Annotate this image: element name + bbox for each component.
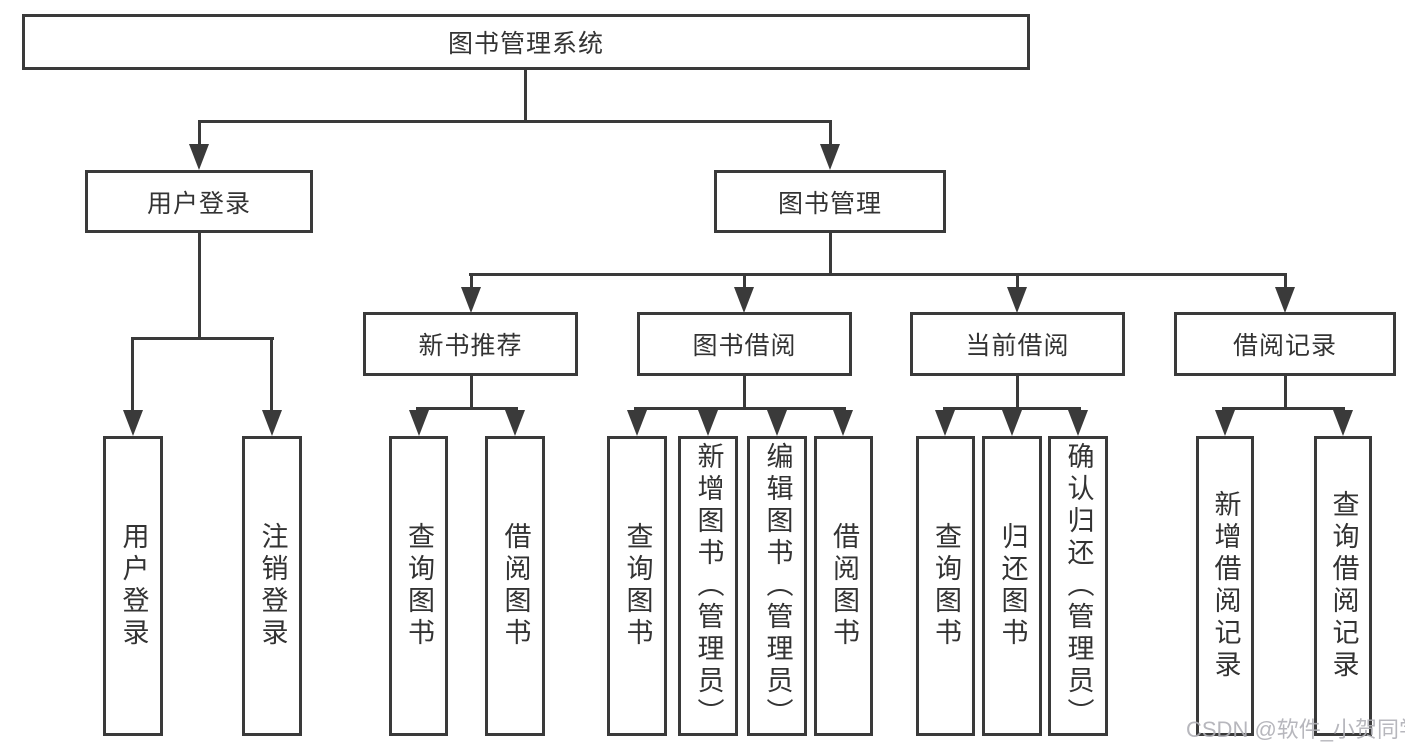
connector-line [1284, 276, 1287, 288]
arrow-down-icon [1333, 410, 1353, 436]
node-new-book-recommend: 新书推荐 [363, 312, 578, 376]
connector-line [524, 70, 527, 123]
leaf-edit-books-admin-label: 编辑图书（管理员） [762, 442, 793, 730]
leaf-user-login-label: 用户登录 [118, 522, 149, 650]
leaf-logout-label: 注销登录 [257, 522, 288, 650]
leaf-logout: 注销登录 [242, 436, 302, 736]
watermark: CSDN @软件_小贺同学 [1186, 717, 1405, 742]
leaf-add-borrow-record: 新增借阅记录 [1196, 436, 1254, 736]
connector-line [416, 407, 518, 410]
connector-line [1284, 376, 1287, 408]
leaf-query-borrow-record-label: 查询借阅记录 [1328, 490, 1359, 682]
connector-line [829, 123, 832, 145]
connector-line [469, 273, 1287, 276]
leaf-add-books-admin-label: 新增图书（管理员） [693, 442, 724, 730]
arrow-down-icon [1275, 287, 1295, 313]
leaf-query-books-current: 查询图书 [916, 436, 975, 736]
leaf-query-books-recommend: 查询图书 [389, 436, 448, 736]
connector-line [198, 233, 201, 337]
connector-line [198, 120, 832, 123]
arrow-down-icon [1002, 410, 1022, 436]
arrow-down-icon [698, 410, 718, 436]
node-book-management: 图书管理 [714, 170, 946, 233]
connector-line [131, 337, 274, 340]
leaf-query-books-recommend-label: 查询图书 [404, 522, 434, 650]
connector-line [270, 340, 273, 410]
connector-line [198, 123, 201, 145]
arrow-down-icon [1068, 410, 1088, 436]
node-book-borrow: 图书借阅 [637, 312, 852, 376]
arrow-down-icon [734, 287, 754, 313]
node-book-borrow-label: 图书借阅 [692, 332, 797, 360]
leaf-borrow-books-recommend-label: 借阅图书 [500, 522, 531, 650]
leaf-add-books-admin: 新增图书（管理员） [678, 436, 738, 736]
connector-line [1016, 376, 1019, 408]
connector-line [131, 340, 134, 410]
connector-line [829, 233, 832, 276]
leaf-query-books-current-label: 查询图书 [931, 522, 961, 650]
leaf-borrow-books-recommend: 借阅图书 [485, 436, 545, 736]
node-library-system-label: 图书管理系统 [447, 30, 604, 58]
leaf-confirm-return-admin: 确认归还（管理员） [1048, 436, 1108, 736]
connector-line [470, 376, 473, 408]
arrow-down-icon [767, 410, 787, 436]
connector-line [634, 407, 846, 410]
leaf-edit-books-admin: 编辑图书（管理员） [747, 436, 807, 736]
leaf-add-borrow-record-label: 新增借阅记录 [1210, 490, 1241, 682]
node-borrow-records-label: 借阅记录 [1232, 332, 1337, 360]
connector-line [1222, 407, 1345, 410]
node-library-system: 图书管理系统 [22, 14, 1030, 70]
node-user-login: 用户登录 [85, 170, 313, 233]
arrow-down-icon [1007, 287, 1027, 313]
connector-line [1016, 276, 1019, 288]
arrow-down-icon [820, 144, 840, 170]
arrow-down-icon [1215, 410, 1235, 436]
leaf-borrow-books-label: 借阅图书 [829, 522, 859, 650]
leaf-query-books-borrow: 查询图书 [607, 436, 667, 736]
arrow-down-icon [935, 410, 955, 436]
node-borrow-records: 借阅记录 [1174, 312, 1396, 376]
node-current-borrow: 当前借阅 [910, 312, 1125, 376]
connector-line [943, 407, 1081, 410]
leaf-confirm-return-admin-label: 确认归还（管理员） [1063, 442, 1094, 730]
node-book-management-label: 图书管理 [777, 189, 882, 218]
arrow-down-icon [262, 410, 282, 436]
arrow-down-icon [505, 410, 525, 436]
connector-line [743, 276, 746, 288]
leaf-user-login: 用户登录 [103, 436, 163, 736]
arrow-down-icon [461, 287, 481, 313]
arrow-down-icon [627, 410, 647, 436]
arrow-down-icon [123, 410, 143, 436]
leaf-borrow-books: 借阅图书 [814, 436, 873, 736]
node-new-book-recommend-label: 新书推荐 [418, 332, 523, 360]
leaf-query-borrow-record: 查询借阅记录 [1314, 436, 1372, 736]
node-user-login-label: 用户登录 [146, 189, 251, 218]
node-current-borrow-label: 当前借阅 [965, 332, 1070, 360]
connector-line [743, 376, 746, 408]
arrow-down-icon [409, 410, 429, 436]
arrow-down-icon [833, 410, 853, 436]
leaf-return-books-label: 归还图书 [997, 522, 1028, 650]
connector-line [470, 276, 473, 288]
leaf-query-books-borrow-label: 查询图书 [622, 522, 653, 650]
leaf-return-books: 归还图书 [982, 436, 1042, 736]
arrow-down-icon [189, 144, 209, 170]
